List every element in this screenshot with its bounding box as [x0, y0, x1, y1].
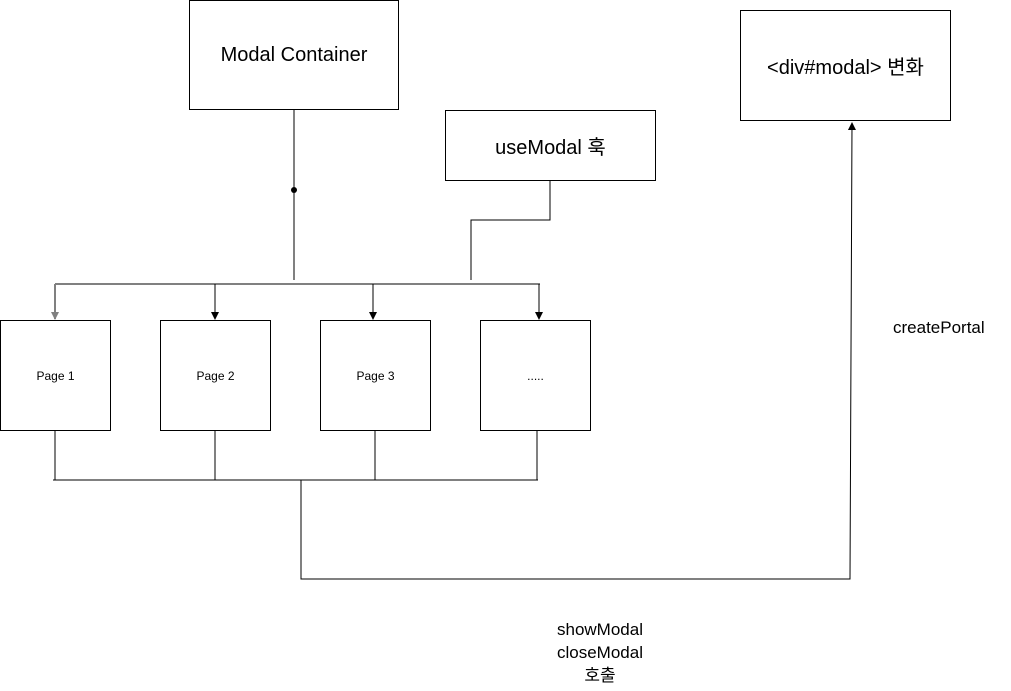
node-page-2-label: Page 2: [196, 368, 235, 383]
node-div-modal-change: <div#modal> 변화: [740, 10, 951, 121]
node-page-more: .....: [480, 320, 591, 431]
node-page-3: Page 3: [320, 320, 431, 431]
edge-label-call: 호출: [584, 666, 616, 685]
node-div-modal-change-label: <div#modal> 변화: [767, 57, 924, 79]
node-use-modal-hook-label: useModal 훅: [495, 137, 606, 159]
edge-pages-to-div-modal: [300, 122, 856, 580]
node-page-1: Page 1: [0, 320, 111, 431]
node-use-modal-hook: useModal 훅: [445, 110, 656, 181]
node-modal-container: Modal Container: [189, 0, 399, 110]
edge-label-create-portal: createPortal: [893, 318, 985, 337]
junction-dot: [291, 187, 297, 193]
node-page-more-label: .....: [527, 368, 544, 383]
edge-label-show-modal: showModal: [557, 620, 643, 639]
edge-use-modal-to-bus: [470, 181, 551, 280]
edge-label-close-modal: closeModal: [557, 643, 643, 662]
edge-label-modal-calls: showModal closeModal 호출: [540, 618, 660, 687]
node-modal-container-label: Modal Container: [220, 43, 368, 66]
node-page-1-label: Page 1: [36, 368, 75, 383]
node-page-3-label: Page 3: [356, 368, 395, 383]
node-page-2: Page 2: [160, 320, 271, 431]
